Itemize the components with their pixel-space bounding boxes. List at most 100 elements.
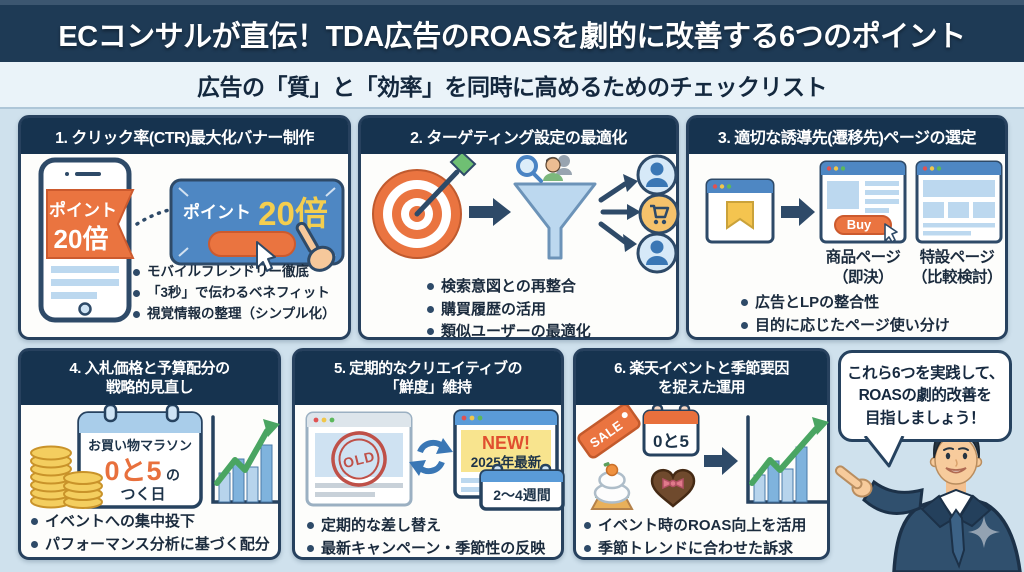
bullet-dot xyxy=(133,289,140,297)
card-2-illustration xyxy=(372,154,680,274)
bookmark-browser-icon xyxy=(705,178,775,244)
cursor-icon xyxy=(256,241,276,272)
buy-button xyxy=(834,215,892,235)
card-2-bullets: 検索意図との再整合 購買履歴の活用 類似ユーザーの最適化 xyxy=(427,276,667,344)
banner-cta-button xyxy=(208,231,296,257)
bullet-dot xyxy=(133,269,140,276)
svg-text:ポイント: ポイント xyxy=(49,200,117,220)
magnifier-icon xyxy=(516,155,543,183)
card-6-bullets: イベント時のROAS向上を活用 季節トレンドに合わせた訴求 xyxy=(584,515,828,560)
card-1-illustration: ポイント 20倍 ポイント 20倍 xyxy=(38,157,345,323)
list-item: 目的に応じたページ使い分け xyxy=(741,315,1001,338)
list-item: 最新キャンペーン・季節性の反映 xyxy=(307,538,557,561)
list-item: 「3秒」で伝わるベネフィット xyxy=(133,283,351,304)
growth-arrow-icon xyxy=(214,428,270,486)
target-icon xyxy=(372,154,477,259)
bar-chart-icon xyxy=(746,415,830,504)
chocolate-heart-icon xyxy=(650,469,696,508)
bullet-dot xyxy=(31,540,38,548)
card-targeting: 2. ターゲティング設定の最適化 xyxy=(358,115,680,340)
bullet-dot xyxy=(427,328,434,335)
card-3-illustration: Buy xyxy=(705,160,1003,244)
pointing-finger xyxy=(834,465,863,490)
users-icon xyxy=(543,155,572,181)
card-ctr-banner: 1. クリック率(CTR)最大化バナー制作 ポイント 20倍 xyxy=(18,115,351,340)
special-page-browser-icon xyxy=(915,160,1003,244)
card-2-header: 2. ターゲティング設定の最適化 xyxy=(361,118,676,154)
bullet-dot xyxy=(427,305,434,313)
right-arrow-icon xyxy=(781,198,815,226)
card-3-bullets: 広告とLPの整合性 目的に応じたページ使い分け xyxy=(741,292,1001,337)
bullet-dot xyxy=(584,544,591,552)
new-banner xyxy=(461,430,551,472)
refresh-icon xyxy=(409,438,453,476)
card-3-header: 3. 適切な誘導先(遷移先)ページの選定 xyxy=(689,118,1005,154)
svg-text:の: の xyxy=(166,467,180,483)
card-5-bullets: 定期的な差し替え 最新キャンペーン・季節性の反映 xyxy=(307,515,557,560)
bullet-dot xyxy=(741,321,748,329)
pointing-arm xyxy=(834,465,924,516)
bullet-dot xyxy=(307,522,314,529)
speech-bubble: これら6つを実践して、 ROASの劇的改善を 目指しましょう！ xyxy=(838,350,1012,468)
svg-text:0と5: 0と5 xyxy=(104,456,161,486)
old-stamp-icon: OLD xyxy=(331,431,387,487)
mini-calendar-icon: 2～4週間 xyxy=(479,463,565,511)
consultant-body xyxy=(892,476,1022,572)
svg-text:20倍: 20倍 xyxy=(258,195,328,232)
kagami-mochi-icon xyxy=(590,462,634,510)
list-item: 季節トレンドに合わせた訴求 xyxy=(584,538,828,561)
list-item: モバイルフレンドリー徹底 xyxy=(133,262,351,283)
bar-chart-icon xyxy=(211,415,281,504)
card-events-seasonality: 6. 楽天イベントと季節要因 を捉えた運用 SALE 0と5 xyxy=(573,348,830,560)
coins-icon xyxy=(30,445,103,509)
subtitle-bar: 広告の「質」と「効率」を同時に高めるためのチェックリスト xyxy=(0,62,1024,109)
list-item: 定期的な差し替え xyxy=(307,515,557,538)
calendar-icon: お買い物マラソン 0と5 の つく日 xyxy=(77,405,203,509)
banner-graphic: ポイント 20倍 xyxy=(169,178,345,266)
svg-text:お買い物マラソン: お買い物マラソン xyxy=(88,438,192,453)
page-title: ECコンサルが直伝！TDA広告のROASを劇的に改善する6つのポイント xyxy=(58,20,966,53)
bullet-dot xyxy=(307,544,314,552)
speech-bubble-tail xyxy=(863,436,905,468)
point-ribbon-badge: ポイント 20倍 xyxy=(46,189,135,259)
dashed-connector xyxy=(135,208,171,226)
card-6-header: 6. 楽天イベントと季節要因 を捉えた運用 xyxy=(576,351,827,405)
svg-text:20倍: 20倍 xyxy=(54,224,109,254)
card-4-header: 4. 入札価格と予算配分の 戦略的見直し xyxy=(21,351,278,405)
list-item: 広告とLPの整合性 xyxy=(741,292,1001,315)
card-landing-page: 3. 適切な誘導先(遷移先)ページの選定 xyxy=(686,115,1008,340)
svg-text:つく日: つく日 xyxy=(120,486,165,503)
funnel-icon xyxy=(513,182,597,260)
card-1-header: 1. クリック率(CTR)最大化バナー制作 xyxy=(21,118,348,154)
bullet-dot xyxy=(133,310,140,318)
event-calendar-icon: 0と5 xyxy=(642,405,700,457)
consultant-illustration xyxy=(834,425,1022,572)
list-item: パフォーマンス分析に基づく配分 xyxy=(31,534,277,557)
right-arrow-icon xyxy=(704,447,738,475)
svg-text:OLD: OLD xyxy=(341,448,376,471)
list-item: 視覚情報の整理（シンプル化） xyxy=(133,304,351,325)
card-4-illustration: お買い物マラソン 0と5 の つく日 xyxy=(30,405,281,509)
bullet-dot xyxy=(427,283,434,290)
fan-arrows xyxy=(598,181,630,245)
list-item: イベントへの集中投下 xyxy=(31,511,277,534)
growth-arrow-icon xyxy=(749,426,819,486)
page-subtitle: 広告の「質」と「効率」を同時に高めるためのチェックリスト xyxy=(197,73,828,100)
title-bar: ECコンサルが直伝！TDA広告のROASを劇的に改善する6つのポイント xyxy=(0,0,1024,62)
card-6-illustration: SALE 0と5 xyxy=(577,405,830,510)
bullet-dot xyxy=(31,518,38,525)
arrow-fletching xyxy=(449,154,477,177)
svg-text:2～4週間: 2～4週間 xyxy=(493,487,551,503)
sparkle-icon xyxy=(968,516,1000,548)
list-item: 購買履歴の活用 xyxy=(427,299,667,322)
product-page-caption: 商品ページ （即決） xyxy=(825,249,901,287)
card-creative-freshness: 5. 定期的なクリエイティブの 「鮮度」維持 OLD xyxy=(292,348,565,560)
svg-text:ポイント: ポイント xyxy=(183,202,251,222)
cart-circle-icon xyxy=(638,193,680,235)
card-5-header: 5. 定期的なクリエイティブの 「鮮度」維持 xyxy=(295,351,561,405)
cursor-icon xyxy=(884,223,898,243)
right-arrow-icon xyxy=(469,198,511,226)
bookmark-icon xyxy=(726,201,754,230)
list-item: イベント時のROAS向上を活用 xyxy=(584,515,828,538)
